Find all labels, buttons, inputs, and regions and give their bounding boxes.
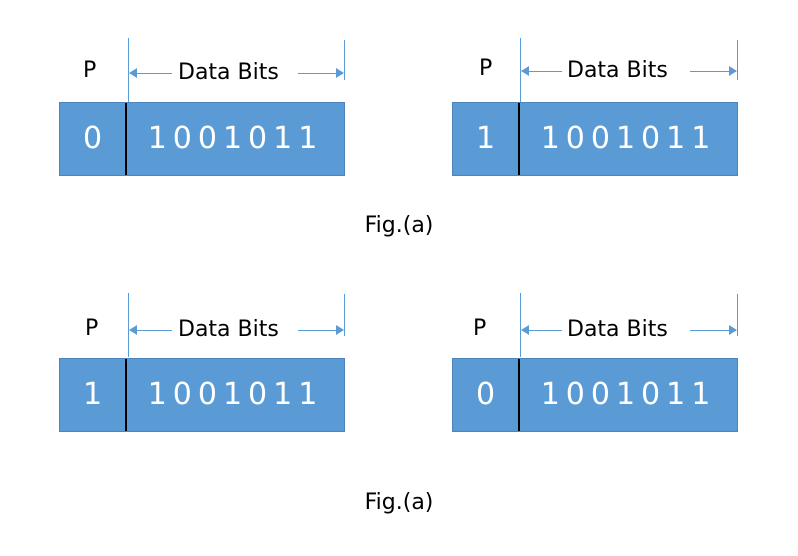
data-bits-start-line: [520, 38, 521, 102]
figure-caption: Fig.(a): [364, 213, 434, 238]
left-arrow: [129, 325, 172, 335]
frame-box: 1 1001011: [452, 102, 738, 176]
right-arrow: [690, 66, 737, 76]
parity-bit: 1: [60, 359, 127, 431]
data-bits-start-line: [128, 293, 129, 357]
data-bits: 1001011: [540, 377, 717, 412]
parity-header: P: [83, 58, 97, 83]
data-bits-header: Data Bits: [178, 317, 279, 342]
right-arrow: [298, 325, 344, 335]
parity-header: P: [85, 316, 99, 341]
parity-header: P: [479, 56, 493, 81]
data-bits-header: Data Bits: [567, 317, 668, 342]
parity-header: P: [473, 316, 487, 341]
parity-bit: 0: [453, 359, 520, 431]
figure-caption: Fig.(a): [364, 490, 434, 515]
data-bits: 1001011: [540, 121, 717, 156]
left-arrow: [521, 325, 562, 335]
left-arrow: [521, 66, 562, 76]
data-bits-start-line: [128, 38, 129, 102]
right-arrow: [690, 325, 737, 335]
right-arrow: [298, 68, 344, 78]
frame-box: 0 1001011: [452, 358, 738, 432]
data-bits: 1001011: [147, 377, 324, 412]
data-bits-end-line: [737, 40, 738, 80]
data-bits-header: Data Bits: [178, 60, 279, 85]
data-bits-header: Data Bits: [567, 58, 668, 83]
parity-bit: 0: [60, 103, 127, 175]
data-bits-start-line: [520, 293, 521, 357]
data-bits-end-line: [344, 294, 345, 336]
parity-bit: 1: [453, 103, 520, 175]
data-bits-end-line: [344, 40, 345, 80]
data-bits: 1001011: [147, 121, 324, 156]
frame-box: 0 1001011: [59, 102, 345, 176]
data-bits-end-line: [737, 294, 738, 336]
frame-box: 1 1001011: [59, 358, 345, 432]
left-arrow: [129, 68, 172, 78]
